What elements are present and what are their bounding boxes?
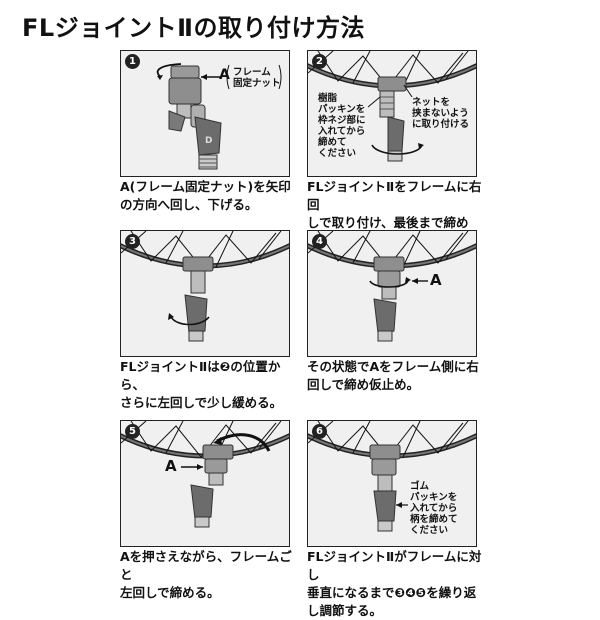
step-1-number: 1 bbox=[125, 54, 140, 69]
step-4-number: 4 bbox=[312, 234, 327, 249]
step-2-panel: 2 樹脂 パッキンを 枠ネジ部に 入れてから 締めて ください ネットを 挟まな… bbox=[307, 50, 477, 177]
step-6-label-right: ゴム パッキンを 入れてから 柄を締めて ください bbox=[410, 481, 458, 536]
step-4-label-a: A bbox=[430, 271, 442, 289]
svg-text:D: D bbox=[205, 136, 212, 146]
step-3-caption: FLジョイントⅡは❷の位置から、 さらに左回しで少し緩める。 bbox=[120, 359, 283, 410]
step-1-illustration: D bbox=[156, 63, 282, 170]
step-2-label-right: ネットを 挟まないよう に取り付ける bbox=[412, 97, 470, 130]
step-1-caption: A(フレーム固定ナット)を矢印 の方向へ回し、下げる。 bbox=[120, 179, 291, 212]
step-3-panel: 3 bbox=[120, 230, 290, 357]
step-2-label-left: 樹脂 パッキンを 枠ネジ部に 入れてから 締めて ください bbox=[318, 93, 366, 159]
step-5-number: 5 bbox=[125, 424, 140, 439]
step-4-illustration bbox=[308, 231, 476, 342]
step-5-illustration bbox=[121, 421, 289, 528]
step-2-number: 2 bbox=[312, 54, 327, 69]
step-3-illustration bbox=[121, 231, 289, 342]
step-3-number: 3 bbox=[125, 234, 140, 249]
step-6-number: 6 bbox=[312, 424, 327, 439]
step-5-panel: 5 A bbox=[120, 420, 290, 547]
step-4-panel: 4 A bbox=[307, 230, 477, 357]
step-1-panel: 1 D A フレーム 固定ナット bbox=[120, 50, 290, 177]
step-4-caption: その状態でAをフレーム側に右 回しで締め仮止め。 bbox=[307, 359, 479, 392]
step-1-label-a: A bbox=[219, 67, 230, 83]
step-6-caption: FLジョイントⅡがフレームに対し 垂直になるまで❸❹❺を繰り返 し調節する。 bbox=[307, 549, 482, 618]
step-5-label-a: A bbox=[165, 457, 177, 475]
page-title: FLジョイントⅡの取り付け方法 bbox=[22, 14, 365, 42]
step-5-caption: Aを押さえながら、フレームごと 左回しで締める。 bbox=[120, 549, 292, 600]
step-1-label-nut: フレーム 固定ナット bbox=[233, 67, 281, 89]
step-6-panel: 6 ゴム パッキンを 入れてから 柄を締めて ください bbox=[307, 420, 477, 547]
